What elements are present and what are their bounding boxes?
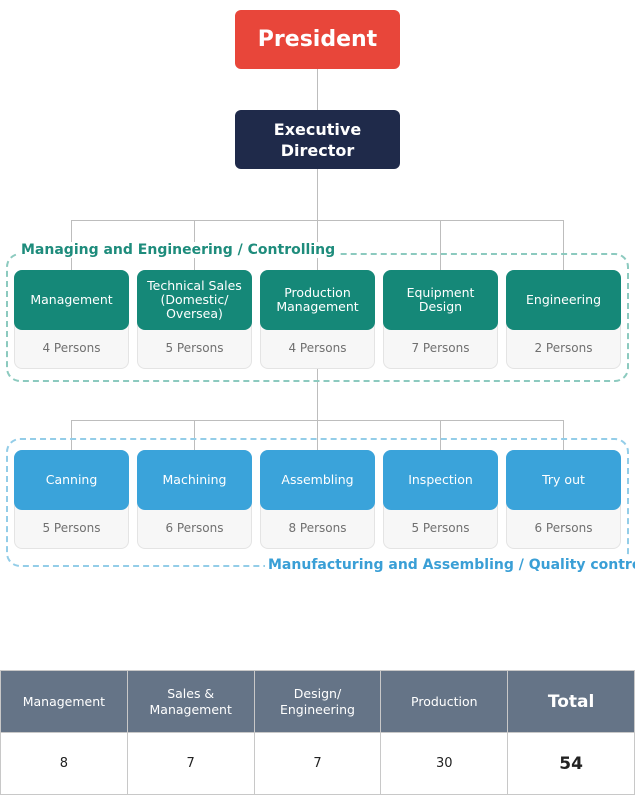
unit-card-inspection: Inspection 5 Persons	[383, 450, 498, 549]
header-design-engineering: Design/ Engineering	[253, 670, 382, 733]
unit-count: 4 Persons	[288, 341, 347, 355]
unit-count: 6 Persons	[534, 521, 593, 535]
connector-president-exec	[317, 69, 318, 110]
unit-name-text: Technical Sales (Domestic/ Oversea)	[147, 278, 242, 321]
unit-count: 2 Persons	[534, 341, 593, 355]
unit-count: 7 Persons	[411, 341, 470, 355]
unit-count: 4 Persons	[42, 341, 101, 355]
header-total: Total	[507, 670, 635, 733]
unit-name: Canning	[14, 450, 129, 510]
unit-name: Engineering	[506, 270, 621, 330]
value-design-engineering: 7	[253, 732, 382, 795]
president-label: President	[257, 27, 378, 52]
unit-count: 8 Persons	[288, 521, 347, 535]
connector-row2-drop	[440, 420, 441, 450]
connector-row1-drop	[440, 220, 441, 270]
unit-card-engineering: Engineering 2 Persons	[506, 270, 621, 369]
table-header-row: Management Sales & Management Design/ En…	[0, 670, 635, 733]
unit-card-machining: Machining 6 Persons	[137, 450, 252, 549]
unit-count: 5 Persons	[411, 521, 470, 535]
header-management: Management	[0, 670, 128, 733]
header-text: Design/ Engineering	[279, 685, 355, 717]
value-management: 8	[0, 732, 128, 795]
connector-row2-horizontal	[71, 420, 564, 421]
value-sales-management: 7	[126, 732, 255, 795]
unit-card-assembling: Assembling 8 Persons	[260, 450, 375, 549]
unit-name: Try out	[506, 450, 621, 510]
connector-row2-drop	[71, 420, 72, 450]
header-sales-management: Sales & Management	[126, 670, 255, 733]
unit-name: Equipment Design	[383, 270, 498, 330]
unit-count: 6 Persons	[165, 521, 224, 535]
unit-name: Assembling	[260, 450, 375, 510]
unit-name: Machining	[137, 450, 252, 510]
unit-card-canning: Canning 5 Persons	[14, 450, 129, 549]
unit-name: Technical Sales (Domestic/ Oversea)	[137, 270, 252, 330]
connector-row1-horizontal	[71, 220, 564, 221]
unit-name: Inspection	[383, 450, 498, 510]
unit-card-management: Management 4 Persons	[14, 270, 129, 369]
connector-row1-row2	[317, 369, 318, 450]
unit-card-equipment-design: Equipment Design 7 Persons	[383, 270, 498, 369]
connector-row1-drop	[563, 220, 564, 270]
unit-name: Production Management	[260, 270, 375, 330]
table-row: 8 7 7 30 54	[0, 732, 635, 795]
unit-count: 5 Persons	[42, 521, 101, 535]
value-total: 54	[507, 732, 635, 795]
unit-card-production-management: Production Management 4 Persons	[260, 270, 375, 369]
executive-director-label: Executive Director	[273, 119, 362, 160]
connector-row2-drop	[563, 420, 564, 450]
unit-card-technical-sales: Technical Sales (Domestic/ Oversea) 5 Pe…	[137, 270, 252, 369]
unit-name-text: Production Management	[276, 285, 359, 314]
connector-row2-drop	[194, 420, 195, 450]
manufacturing-group-label: Manufacturing and Assembling / Quality c…	[265, 557, 635, 573]
managing-group-label: Managing and Engineering / Controlling	[18, 242, 339, 258]
value-production: 30	[380, 732, 509, 795]
president-box: President	[235, 10, 400, 69]
executive-director-box: Executive Director	[235, 110, 400, 169]
unit-name: Management	[14, 270, 129, 330]
connector-exec-down	[317, 169, 318, 270]
header-text: Sales & Management	[149, 685, 232, 717]
unit-card-try-out: Try out 6 Persons	[506, 450, 621, 549]
header-production: Production	[380, 670, 509, 733]
unit-count: 5 Persons	[165, 341, 224, 355]
staff-summary-table: Management Sales & Management Design/ En…	[0, 670, 635, 795]
unit-name-text: Equipment Design	[406, 285, 475, 314]
